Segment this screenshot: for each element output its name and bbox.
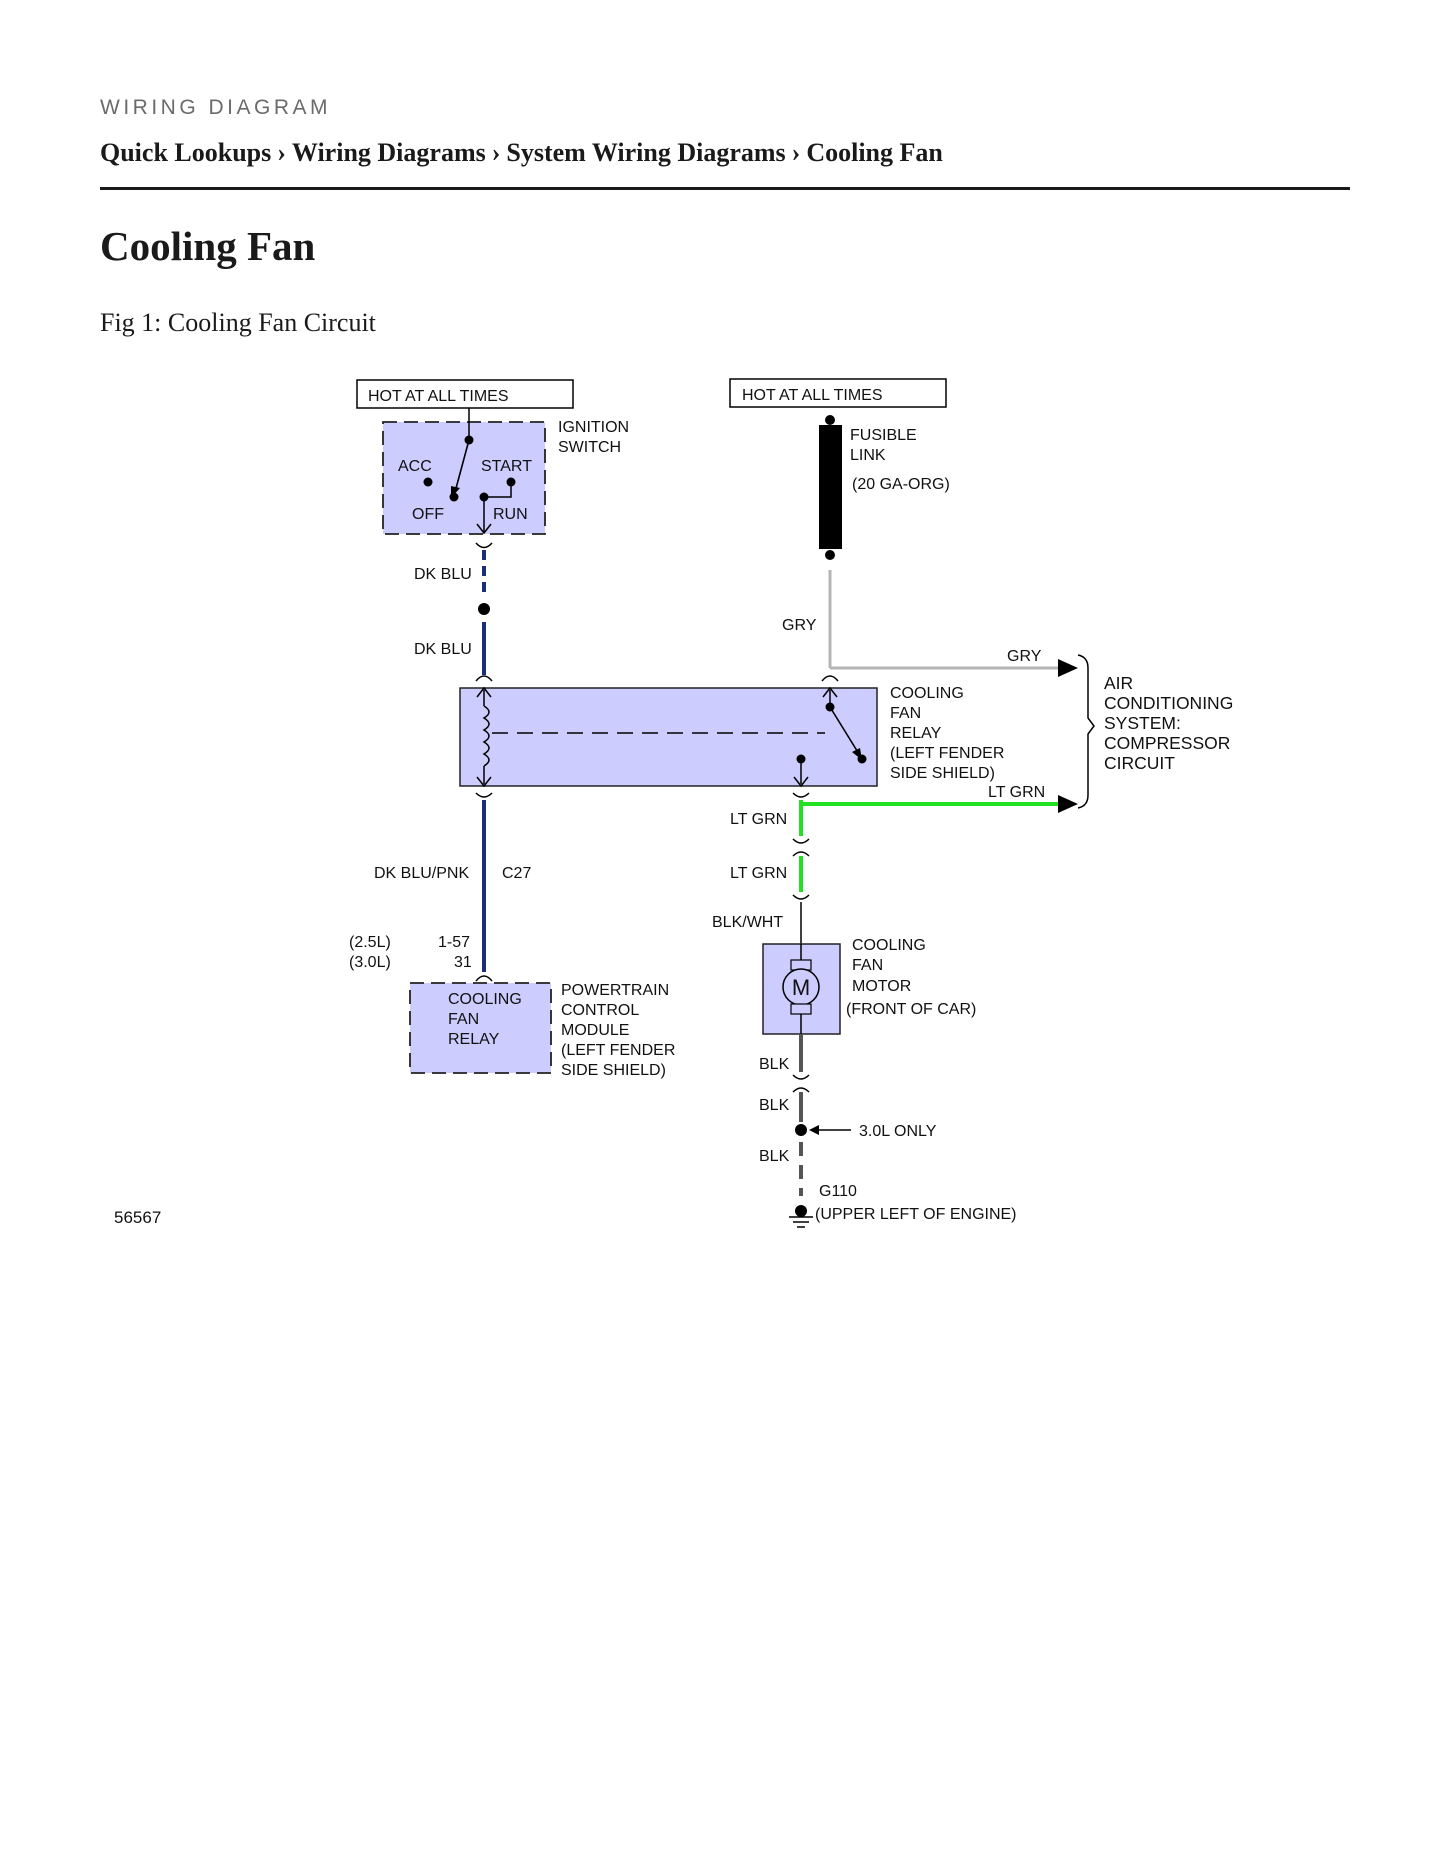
motor-symbol: M [792,975,810,1000]
fusible-link-label-2: LINK [850,447,886,464]
pcm-label-5: SIDE SHIELD) [561,1062,666,1079]
ac-system-label-3: SYSTEM: [1104,713,1181,733]
gry-arrow [1058,659,1078,677]
breadcrumb: Quick Lookups›Wiring Diagrams›System Wir… [100,138,943,168]
ac-system-brace [1077,654,1095,809]
splice-blk [795,1124,807,1136]
section-kicker: WIRING DIAGRAM [100,96,331,119]
blk-label-3: BLK [759,1148,790,1165]
lt-grn-arrow [1058,795,1078,813]
relay-label-5: SIDE SHIELD) [890,765,995,782]
dk-blu-label-upper: DK BLU [414,566,472,583]
motor-label-4: (FRONT OF CAR) [846,1001,976,1018]
connector-relay-top-right [821,675,839,682]
blk-wht-label: BLK/WHT [712,914,783,931]
breadcrumb-separator: › [791,138,801,167]
connector-motor-top [792,894,810,900]
pcm-cooling-fan-relay-box [409,982,552,1074]
dk-blu-pnk-label: DK BLU/PNK [374,865,469,882]
breadcrumb-wiring-diagrams[interactable]: Wiring Diagrams [291,138,486,167]
connector-lt-grn-b [792,851,810,857]
connector-blk-a [792,1074,810,1080]
splice-dk-blu [478,603,490,615]
blk-label-2: BLK [759,1097,790,1114]
relay-label-3: RELAY [890,725,942,742]
page-title: Cooling Fan [100,223,316,269]
pcm-label-3: MODULE [561,1022,629,1039]
pcm-box-label-3: RELAY [448,1031,500,1048]
gry-label-horizontal: GRY [1007,648,1042,665]
hot-at-all-times-label-right: HOT AT ALL TIMES [742,387,883,404]
figure-number: 56567 [114,1208,161,1227]
acc-position-label: ACC [398,458,432,475]
off-position-label: OFF [412,506,444,523]
blk-label-1: BLK [759,1056,790,1073]
pcm-label-1: POWERTRAIN [561,982,669,999]
ground-location-label: (UPPER LEFT OF ENGINE) [815,1206,1017,1223]
connector-pcm-top [475,975,493,982]
hot-at-all-times-box-right [729,378,947,408]
breadcrumb-quick-lookups[interactable]: Quick Lookups [100,138,272,167]
breadcrumb-system-wiring-diagrams[interactable]: System Wiring Diagrams [506,138,786,167]
breadcrumb-separator: › [277,138,286,167]
connector-blk-b [792,1087,810,1093]
ac-system-label-5: CIRCUIT [1104,753,1175,773]
ground-id-label: G110 [819,1183,857,1200]
pcm-label-4: (LEFT FENDER [561,1042,675,1059]
hot-at-all-times-label-left: HOT AT ALL TIMES [368,388,509,405]
motor-label-3: MOTOR [852,978,911,995]
start-position-label: START [481,458,532,475]
ac-system-label-4: COMPRESSOR [1104,733,1230,753]
pcm-pin-30: 31 [454,954,472,971]
pcm-box-label-2: FAN [448,1011,479,1028]
ignition-switch-label-2: SWITCH [558,439,621,456]
pcm-box-label-1: COOLING [448,991,522,1008]
connector-ignition-bottom [475,542,493,549]
relay-label-1: COOLING [890,685,964,702]
engine-30-label: (3.0L) [349,954,391,971]
cooling-fan-relay [459,686,878,788]
cooling-fan-motor [762,943,841,1035]
ignition-switch [382,408,546,535]
gry-label-vertical: GRY [782,617,817,634]
run-position-label: RUN [493,506,528,523]
fusible-link [819,415,842,560]
connector-relay-bottom-left [475,792,493,798]
motor-label-2: FAN [852,957,883,974]
header-divider [100,187,1350,190]
lt-grn-label-lower: LT GRN [730,865,787,882]
only-note-arrow [809,1125,819,1135]
relay-label-4: (LEFT FENDER [890,745,1004,762]
ground-symbol [789,1205,813,1228]
dk-blu-label-lower: DK BLU [414,641,472,658]
connector-relay-top-left [475,675,493,682]
lt-grn-label-right: LT GRN [988,784,1045,801]
ac-system-label-1: AIR [1104,673,1133,693]
ignition-switch-label-1: IGNITION [558,419,629,436]
engine-25-label: (2.5L) [349,934,391,951]
hot-at-all-times-box-left [356,379,574,409]
fusible-link-label-1: FUSIBLE [850,427,917,444]
connector-lt-grn-a [792,838,810,844]
relay-label-2: FAN [890,705,921,722]
breadcrumb-cooling-fan: Cooling Fan [806,138,943,167]
lt-grn-label-upper: LT GRN [730,811,787,828]
ac-system-label-2: CONDITIONING [1104,693,1233,713]
pcm-label-2: CONTROL [561,1002,639,1019]
fusible-link-gauge: (20 GA-ORG) [852,476,950,493]
pcm-pin-25: 1-57 [438,934,470,951]
motor-label-1: COOLING [852,937,926,954]
c27-connector-label: C27 [502,865,531,882]
figure-caption: Fig 1: Cooling Fan Circuit [100,308,376,337]
connector-relay-bottom-right [792,792,810,798]
breadcrumb-separator: › [491,138,501,167]
only-note-label: 3.0L ONLY [859,1123,937,1140]
